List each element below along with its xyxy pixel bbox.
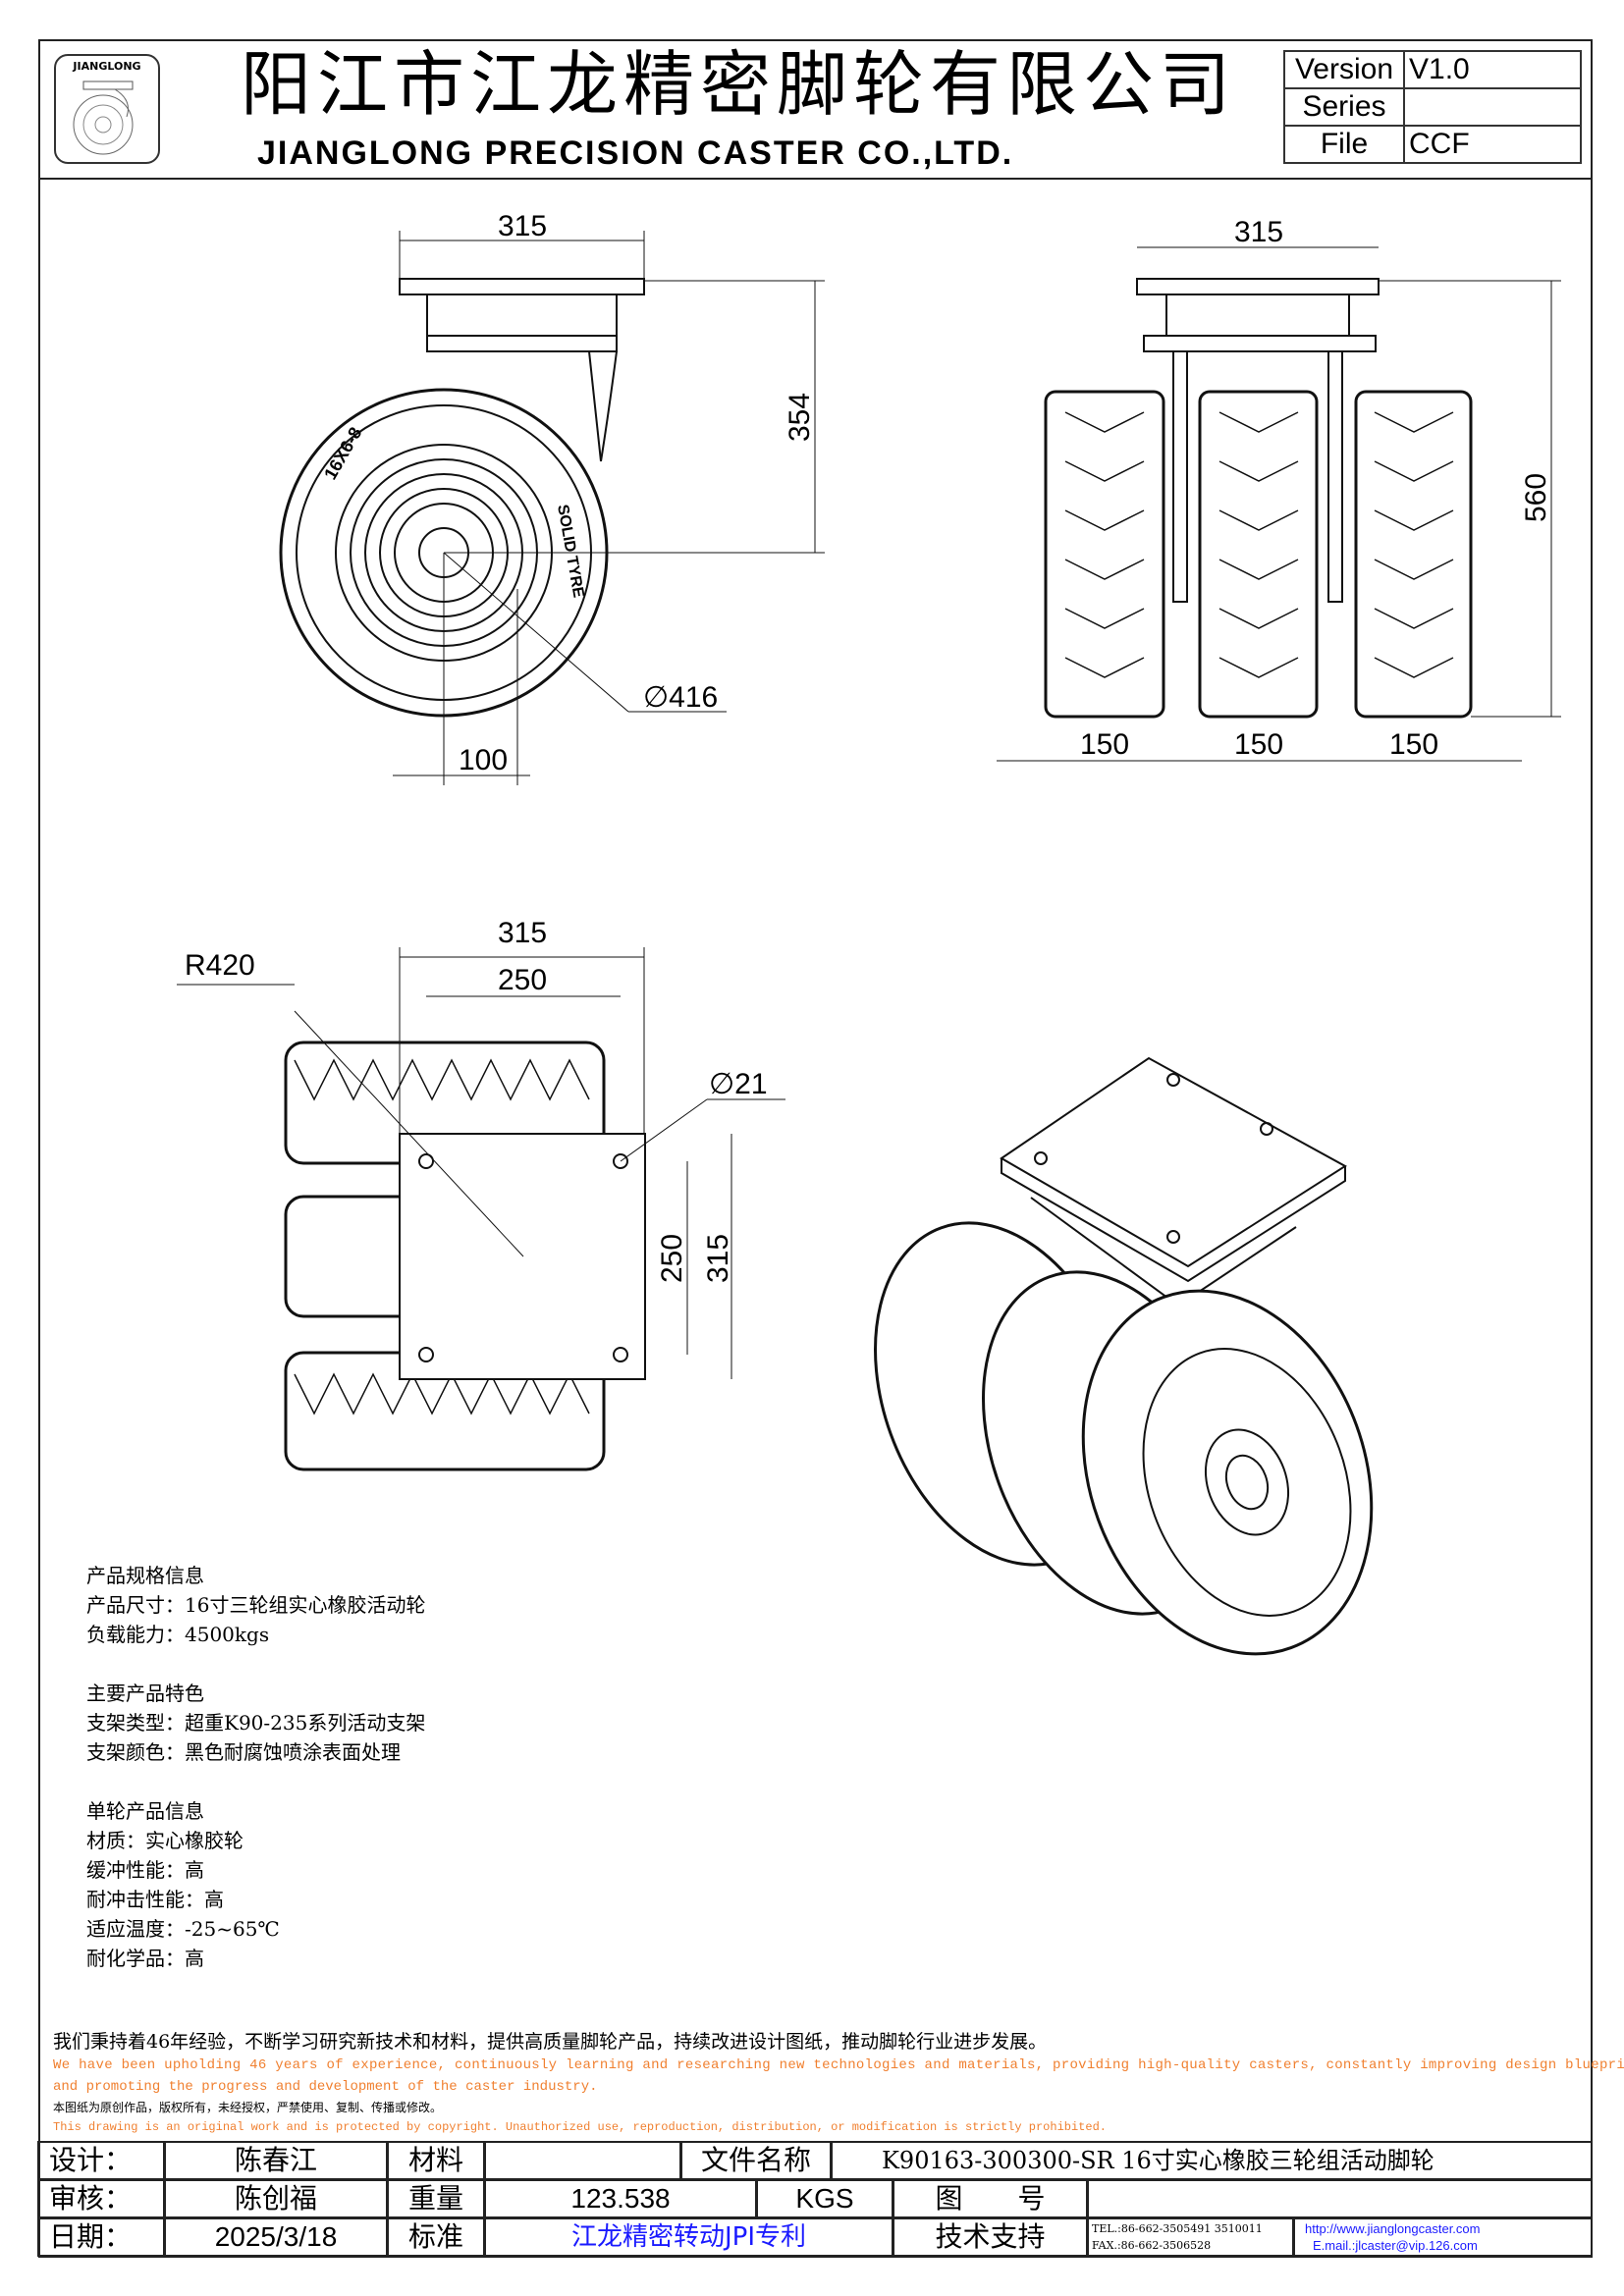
spec-line: 支架类型：超重K90-235系列活动支架: [86, 1711, 426, 1735]
wheel2-width-dim: 150: [1234, 728, 1283, 761]
wheel3-width-dim: 150: [1389, 728, 1438, 761]
support-label: 技术支持: [893, 2217, 1088, 2257]
front-view: [997, 246, 1561, 762]
company-name-cn: 阳江市江龙精密脚轮有限公司: [241, 43, 1237, 126]
side-height-dim: 354: [784, 393, 816, 442]
standard-label: 标准: [387, 2217, 485, 2257]
contact-phone: TEL.:86-662-3505491 3510011 FAX.:86-662-…: [1087, 2217, 1294, 2257]
wheel-diameter-dim: ∅416: [643, 681, 718, 714]
spec-blank: [86, 1649, 425, 1679]
tel: TEL.:86-662-3505491 3510011: [1092, 2222, 1263, 2235]
version-value: V1.0: [1403, 50, 1582, 89]
date-label: 日期：: [37, 2217, 165, 2257]
weight-label: 重量: [387, 2179, 485, 2218]
top-plate-v-dim: 315: [702, 1234, 734, 1283]
company-name-en: JIANGLONG PRECISION CASTER CO.,LTD.: [257, 134, 1014, 172]
side-width-dim: 315: [498, 210, 547, 242]
isometric-view: [874, 1056, 1374, 1656]
file-value: CCF: [1403, 125, 1582, 164]
file-label: File: [1283, 125, 1405, 164]
company-logo: JIANGLONG: [54, 54, 160, 164]
top-holes-v-dim: 250: [656, 1234, 688, 1283]
spec-heading-3: 单轮产品信息: [86, 1799, 204, 1823]
drawing-no: [1087, 2179, 1593, 2218]
series-label: Series: [1283, 87, 1405, 127]
contact-web: http://www.jianglongcaster.com E.mail.:j…: [1293, 2217, 1593, 2257]
spec-blank: [86, 1767, 425, 1796]
reviewer: 陈创福: [164, 2179, 388, 2218]
spec-line: 适应温度：-25~65℃: [86, 1917, 280, 1941]
spec-line: 耐冲击性能：高: [86, 1888, 224, 1911]
design-label: 设计：: [37, 2141, 165, 2180]
logo-text: JIANGLONG: [73, 60, 141, 73]
drawing-frame: [38, 39, 1593, 2258]
top-view: [177, 947, 785, 1471]
side-view: [279, 231, 825, 785]
front-height-dim: 560: [1520, 473, 1552, 522]
spec-line: 材质：实心橡胶轮: [86, 1829, 244, 1852]
title-block: 设计： 陈春江 材料 文件名称 K90163-300300-SR 16寸实心橡胶…: [37, 2141, 1593, 2258]
material-label: 材料: [387, 2141, 485, 2180]
spec-heading-1: 产品规格信息: [86, 1564, 204, 1587]
spec-line: 支架颜色：黑色耐腐蚀喷涂表面处理: [86, 1740, 401, 1764]
spec-heading-2: 主要产品特色: [86, 1682, 204, 1705]
spec-line: 产品尺寸：16寸三轮组实心橡胶活动轮: [86, 1593, 426, 1617]
copyright-en: This drawing is an original work and is …: [53, 2120, 1107, 2134]
top-holes-dim: 250: [498, 964, 547, 996]
tyre-size-label: 16X6-8: [320, 424, 365, 483]
product-specs: 产品规格信息 产品尺寸：16寸三轮组实心橡胶活动轮 负载能力：4500kgs 主…: [86, 1561, 425, 1973]
spec-line: 耐化学品：高: [86, 1947, 204, 1970]
tyre-type-label: SOLID TYRE: [554, 504, 586, 600]
hole-diameter-dim: ∅21: [709, 1068, 768, 1100]
series-value: [1403, 87, 1582, 127]
statement-en-2: and promoting the progress and developme…: [53, 2079, 598, 2095]
weight-value: 123.538: [484, 2179, 757, 2218]
wheel1-width-dim: 150: [1080, 728, 1129, 761]
front-width-dim: 315: [1234, 216, 1283, 248]
date: 2025/3/18: [164, 2217, 388, 2257]
review-label: 审核：: [37, 2179, 165, 2218]
spec-line: 负载能力：4500kgs: [86, 1623, 270, 1646]
technical-drawings: 315 354 ∅416 100 16X6-8 SOLID TYRE 315 5…: [177, 210, 1561, 1656]
statement-en-1: We have been upholding 46 years of exper…: [53, 2057, 1624, 2073]
top-plate-dim: 315: [498, 917, 547, 949]
standard-value: 江龙精密转动JPI专利: [484, 2217, 893, 2257]
filename: K90163-300300-SR 16寸实心橡胶三轮组活动脚轮: [831, 2141, 1593, 2180]
weight-unit: KGS: [756, 2179, 893, 2218]
radius-dim: R420: [185, 949, 255, 982]
email-link[interactable]: E.mail.:jlcaster@vip.126.com: [1313, 2238, 1478, 2253]
website-link[interactable]: http://www.jianglongcaster.com: [1305, 2221, 1481, 2236]
designer: 陈春江: [164, 2141, 388, 2180]
fax: FAX.:86-662-3506528: [1092, 2239, 1212, 2252]
filename-label: 文件名称: [680, 2141, 832, 2180]
copyright-cn: 本图纸为原创作品，版权所有，未经授权，严禁使用、复制、传播或修改。: [53, 2101, 443, 2114]
caster-logo-icon: [73, 80, 134, 155]
material-value: [484, 2141, 681, 2180]
statement-cn: 我们秉持着46年经验，不断学习研究新技术和材料，提供高质量脚轮产品，持续改进设计…: [53, 2031, 1048, 2053]
version-label: Version: [1283, 50, 1405, 89]
header-divider: [38, 178, 1593, 180]
offset-dim: 100: [459, 744, 508, 776]
drawing-no-label: 图 号: [893, 2179, 1088, 2218]
spec-line: 缓冲性能：高: [86, 1858, 204, 1882]
